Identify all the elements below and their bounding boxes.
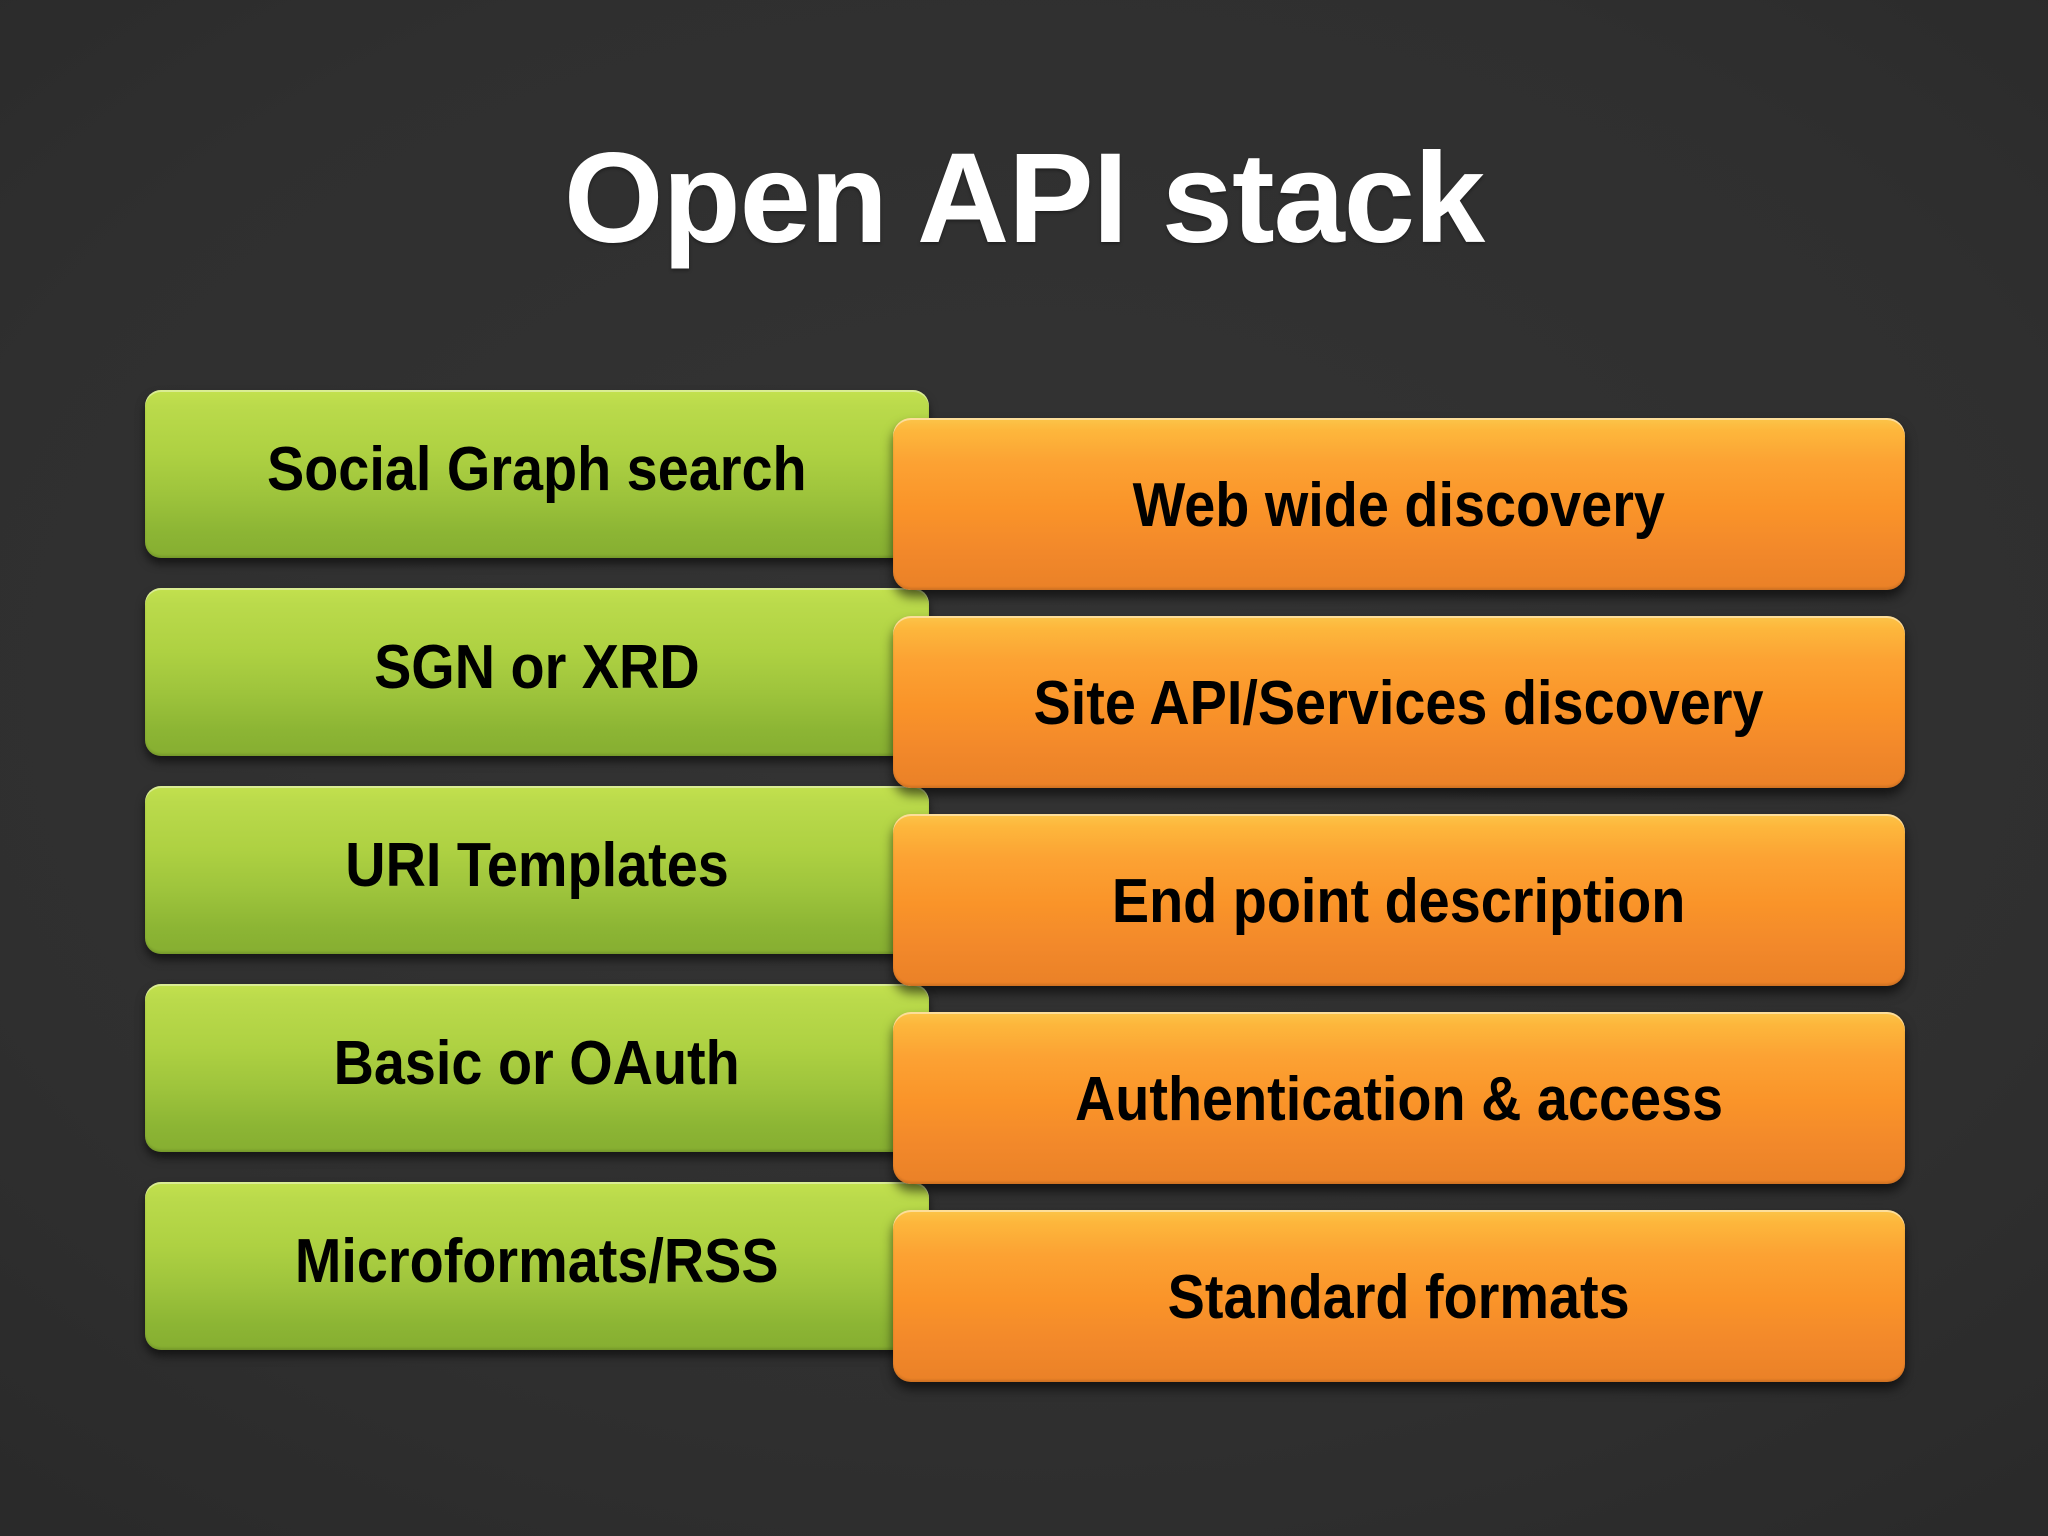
stack-row: URI Templates End point description (0, 786, 2048, 986)
technology-label: URI Templates (345, 831, 729, 900)
technology-label: SGN or XRD (374, 633, 700, 702)
stack-row: Social Graph search Web wide discovery (0, 390, 2048, 590)
capability-bar[interactable]: Web wide discovery (893, 418, 1905, 590)
capability-bar[interactable]: End point description (893, 814, 1905, 986)
capability-bar[interactable]: Standard formats (893, 1210, 1905, 1382)
capability-label: Authentication & access (1074, 1065, 1724, 1134)
capability-label: Web wide discovery (1132, 471, 1666, 540)
technology-bar[interactable]: Microformats/RSS (145, 1182, 929, 1350)
technology-label: Social Graph search (267, 435, 807, 504)
capability-label: Site API/Services discovery (1034, 669, 1764, 738)
technology-bar[interactable]: SGN or XRD (145, 588, 929, 756)
technology-bar[interactable]: URI Templates (145, 786, 929, 954)
page-title: Open API stack (563, 127, 1485, 270)
stack-row: SGN or XRD Site API/Services discovery (0, 588, 2048, 788)
capability-label: End point description (1112, 867, 1686, 936)
stack-row: Microformats/RSS Standard formats (0, 1182, 2048, 1382)
technology-bar[interactable]: Social Graph search (145, 390, 929, 558)
technology-label: Basic or OAuth (333, 1029, 741, 1098)
technology-label: Microformats/RSS (295, 1227, 779, 1296)
technology-bar[interactable]: Basic or OAuth (145, 984, 929, 1152)
capability-bar[interactable]: Site API/Services discovery (893, 616, 1905, 788)
capability-bar[interactable]: Authentication & access (893, 1012, 1905, 1184)
stack-row: Basic or OAuth Authentication & access (0, 984, 2048, 1184)
capability-label: Standard formats (1167, 1263, 1630, 1332)
